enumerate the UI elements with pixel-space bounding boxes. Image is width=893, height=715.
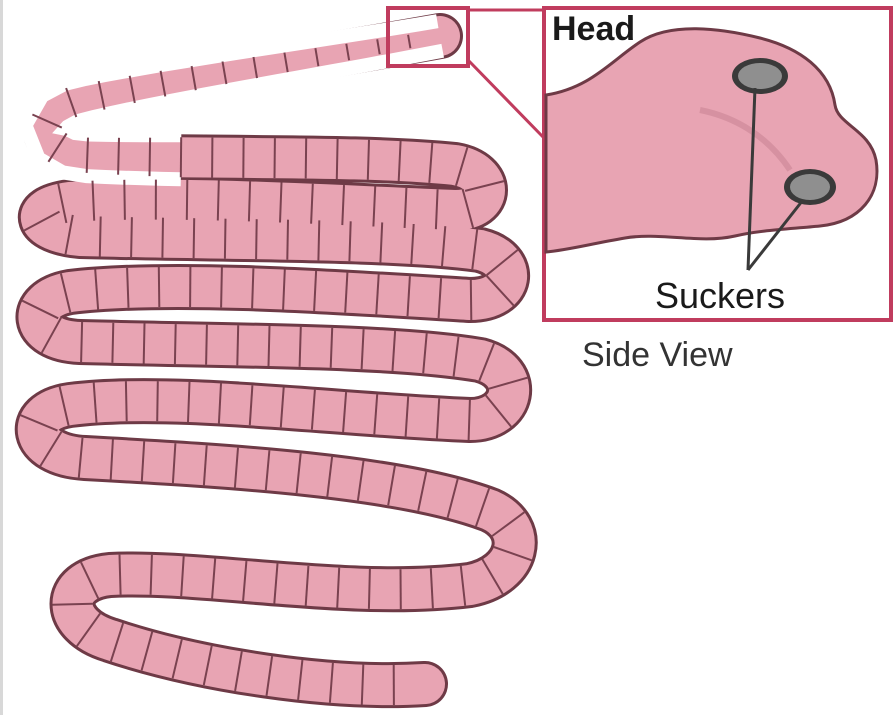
- body-segment-line: [127, 268, 128, 308]
- body-segment-line: [150, 138, 151, 176]
- body-segment-line: [157, 381, 158, 421]
- body-segment-line: [112, 323, 113, 363]
- body-segment-line: [144, 324, 145, 364]
- body-segment-line: [100, 217, 101, 257]
- body-segment-line: [162, 218, 163, 258]
- body-segment-line: [124, 180, 125, 220]
- body-segment-line: [151, 555, 152, 595]
- label-side-view: Side View: [582, 336, 733, 374]
- body-segment-line: [337, 139, 338, 179]
- sucker-top: [732, 58, 788, 94]
- body-segment-line: [306, 139, 307, 179]
- body-segment-line: [218, 181, 219, 221]
- body-segment-line: [249, 181, 250, 221]
- body-segment-line: [120, 555, 121, 595]
- body-segment-line: [237, 325, 238, 365]
- head-inset: Head Suckers: [544, 8, 891, 320]
- body-segment-line: [252, 268, 253, 308]
- body-segment-line: [131, 217, 132, 257]
- body-segment-line: [221, 267, 222, 307]
- tapeworm-body: [21, 21, 532, 705]
- label-suckers: Suckers: [655, 275, 785, 316]
- label-head: Head: [552, 10, 635, 48]
- body-segment-line: [349, 221, 350, 261]
- body-segment-line: [187, 180, 188, 220]
- sucker-bottom: [784, 169, 836, 205]
- page-border: [0, 0, 3, 715]
- body-segment-line: [81, 322, 82, 362]
- body-segment-line: [194, 218, 195, 258]
- connector-line-diagonal: [468, 60, 544, 138]
- body-segment-line: [469, 400, 470, 440]
- body-segment-line: [256, 219, 257, 259]
- body-segment-line: [175, 324, 176, 364]
- body-segment-line: [225, 219, 226, 259]
- body-segment-line: [159, 267, 160, 307]
- body-segment-line: [87, 138, 88, 173]
- body-segment-line: [300, 327, 301, 367]
- body-segment-line: [269, 326, 270, 366]
- body-segment-line: [369, 569, 370, 609]
- body-segment-line: [287, 220, 288, 260]
- body-segment-line: [53, 604, 93, 605]
- body-segment-line: [206, 325, 207, 365]
- body-segment-line: [118, 138, 119, 175]
- body-segment-line: [471, 280, 472, 320]
- body-segment-line: [318, 220, 319, 260]
- body-segment-line: [126, 381, 127, 421]
- body-segment-line: [368, 140, 369, 180]
